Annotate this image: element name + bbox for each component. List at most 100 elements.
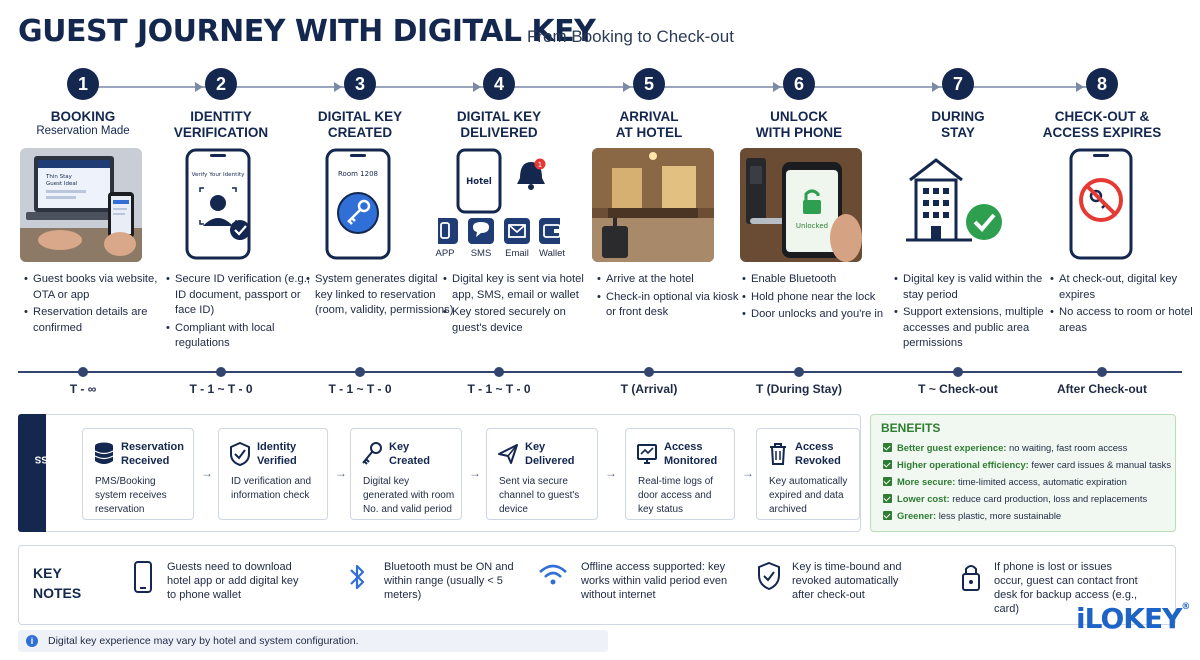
key-delivered-illustration: Hotel 1 [438,148,560,262]
step-number-badge: 2 [205,68,237,100]
step-number-badge: 8 [1086,68,1118,100]
timeline-dot [494,367,504,377]
channel-wallet-label: Wallet [538,248,566,259]
step-title: CHECK-OUT &ACCESS EXPIRES [1042,109,1162,140]
svg-text:Guest Ideal: Guest Ideal [46,181,78,187]
backend-card-desc: Sent via secure channel to guest's devic… [499,476,580,515]
timeline-label: T - 1 ~ T - 0 [189,382,253,396]
check-icon [883,477,892,486]
step-number-badge: 5 [633,68,665,100]
step-1-bullets: Guest books via website, OTA or appReser… [24,272,174,338]
info-icon: i [26,635,38,647]
step-arrow-icon [932,82,940,92]
room-number-text: Room 1208 [338,170,378,178]
verify-screen-title: Verify Your Identity [192,172,245,178]
footnote-text: Digital key experience may vary by hotel… [48,635,359,647]
benefits-panel: BENEFITS Better guest experience: no wai… [870,414,1176,532]
bullet-item: Hold phone near the lock [742,290,892,306]
bullet-item: Check-in optional via kiosk or front des… [597,290,747,321]
send-icon [497,441,519,467]
key-note-text: Key is time-bound and revoked automatica… [792,561,902,601]
timeline-dot [794,367,804,377]
bullet-item: Guest books via website, OTA or app [24,272,174,303]
key-note-text: Offline access supported: key works with… [581,561,728,601]
lock-icon [958,560,984,594]
backend-card-desc: Key automatically expired and data archi… [769,476,848,515]
unlocked-screen-text: Unlocked [796,222,828,230]
bullet-item: No access to room or hotel areas [1050,305,1200,336]
hotel-screen-text: Hotel [466,177,492,187]
channel-sms-label: SMS [470,248,492,259]
step-number-badge: 1 [67,68,99,100]
timeline-label: T ~ Check-out [918,382,998,396]
timeline-dot [216,367,226,377]
shield-check-icon [756,560,782,594]
step-8-bullets: At check-out, digital key expiresNo acce… [1050,272,1200,338]
flow-arrow-icon: → [742,466,754,480]
check-icon [883,494,892,503]
backend-process-label: BACKEND PROCESSFLOW [18,414,136,532]
footnote-bar: i Digital key experience may vary by hot… [18,630,608,652]
during-stay-illustration [896,148,1018,262]
timeline-dot [355,367,365,377]
benefit-item: Lower cost: reduce card production, loss… [883,493,1147,504]
bullet-item: System generates digital key linked to r… [306,272,456,319]
notification-badge: 1 [538,161,542,169]
timeline-axis [18,371,1182,373]
step-number-badge: 4 [483,68,515,100]
timeline-label: T - ∞ [69,382,97,396]
backend-card-desc: PMS/Booking system receives reservation [95,476,167,515]
check-icon [883,460,892,469]
bullet-item: Digital key is valid within the stay per… [894,272,1044,303]
timeline-label: After Check-out [1056,382,1147,396]
flow-arrow-icon: → [469,466,481,480]
check-icon [883,443,892,452]
shield-check-icon [229,441,251,467]
monitor-icon [636,441,658,467]
bullet-item: Door unlocks and you're in [742,307,892,323]
flow-arrow-icon: → [201,466,213,480]
bullet-item: Support extensions, multiple accesses an… [894,305,1044,352]
key-note-text: Guests need to download hotel app or add… [167,561,299,601]
step-arrow-icon [623,82,631,92]
timeline-dot [953,367,963,377]
key-icon [361,441,383,467]
step-2-bullets: Secure ID verification (e.g., ID documen… [166,272,316,354]
step-5-bullets: Arrive at the hotelCheck-in optional via… [597,272,747,323]
key-notes-panel [18,545,1176,625]
key-created-illustration: Room 1208 [300,148,422,262]
benefit-item: More secure: time-limited access, automa… [883,476,1127,487]
backend-card-desc: ID verification and information check [231,476,312,501]
channel-email-label: Email [505,248,529,259]
arrival-illustration [592,148,714,262]
step-number-badge: 6 [783,68,815,100]
benefits-heading: BENEFITS [881,421,941,435]
timeline-label: T - 1 ~ T - 0 [467,382,531,396]
step-arrow-icon [1076,82,1084,92]
bullet-item: Secure ID verification (e.g., ID documen… [166,272,316,319]
bluetooth-icon [344,560,370,594]
bullet-item: Reservation details are confirmed [24,305,174,336]
step-arrow-icon [773,82,781,92]
flow-arrow-icon: → [605,466,617,480]
bullet-item: Enable Bluetooth [742,272,892,288]
bullet-item: Digital key is sent via hotel app, SMS, … [443,272,593,303]
key-notes-title: KEY NOTES [33,565,82,601]
